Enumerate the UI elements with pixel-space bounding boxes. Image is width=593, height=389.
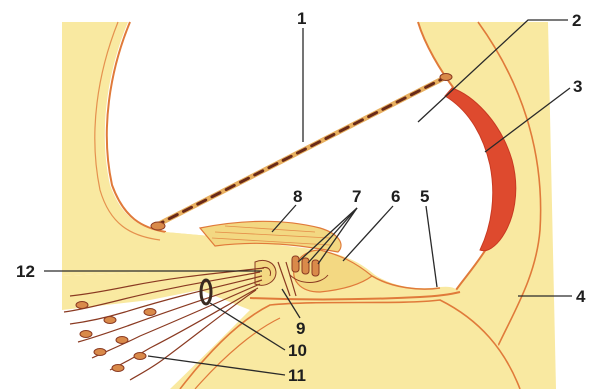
label-1: 1 — [297, 9, 306, 28]
spiral-ganglion-cells — [76, 302, 156, 372]
label-9: 9 — [296, 319, 305, 338]
label-10: 10 — [288, 341, 307, 360]
label-5: 5 — [420, 187, 429, 206]
label-4: 4 — [576, 287, 586, 306]
label-3: 3 — [573, 77, 582, 96]
label-12: 12 — [16, 262, 35, 281]
label-6: 6 — [391, 187, 400, 206]
label-8: 8 — [293, 187, 302, 206]
leader-5 — [426, 206, 437, 287]
label-2: 2 — [572, 11, 581, 30]
label-11: 11 — [288, 366, 306, 385]
tissue-regions — [62, 22, 556, 389]
reissner-membrane — [151, 74, 452, 231]
label-7: 7 — [352, 187, 361, 206]
